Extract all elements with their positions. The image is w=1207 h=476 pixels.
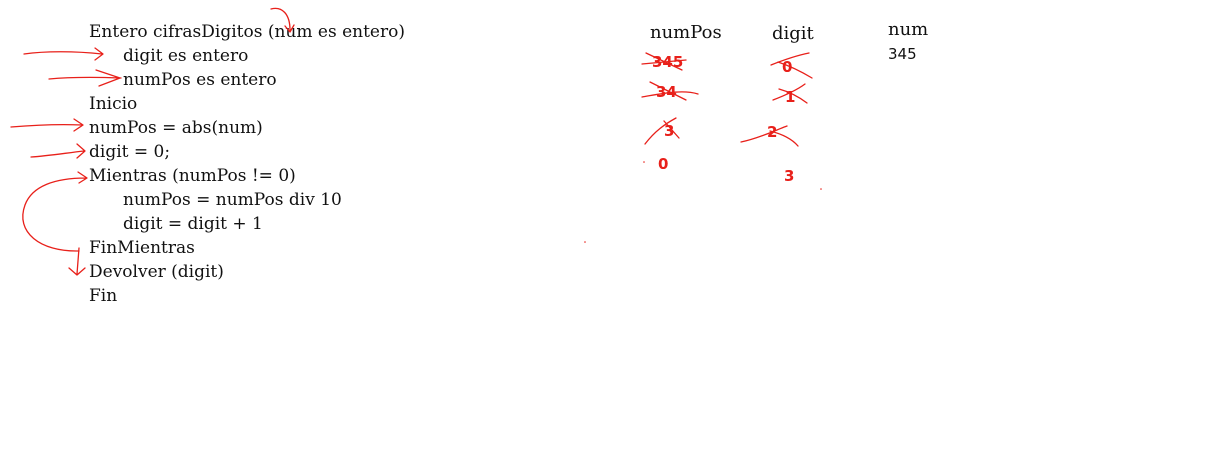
ink-speck-3 [643, 161, 645, 163]
arrow-to-abs-line [10, 118, 84, 132]
code-line-assign-digit: digit = 0; [89, 142, 171, 162]
arrow-to-digit-decl [23, 47, 104, 61]
ink-speck-1 [584, 241, 586, 243]
trace-numpos-value-2: 34 [656, 83, 677, 101]
code-line-loop-div: numPos = numPos div 10 [123, 190, 342, 210]
code-line-assign-abs: numPos = abs(num) [89, 118, 263, 138]
trace-digit-value-4: 3 [784, 167, 795, 185]
trace-header-digit: digit [772, 23, 814, 44]
code-line-signature: Entero cifrasDigitos (num es entero) [89, 22, 405, 42]
code-line-inicio: Inicio [89, 94, 138, 114]
code-line-devolver: Devolver (digit) [89, 262, 224, 282]
trace-numpos-value-1: 345 [652, 53, 684, 71]
arrow-to-digit-init [30, 143, 86, 159]
trace-header-numpos: numPos [650, 22, 722, 43]
loop-back-arrow [22, 171, 88, 252]
code-line-decl-numpos: numPos es entero [123, 70, 277, 90]
code-line-fin: Fin [89, 286, 118, 306]
trace-digit-value-1: 0 [782, 58, 793, 76]
code-line-mientras: Mientras (numPos != 0) [89, 166, 296, 186]
trace-numpos-value-3: 3 [664, 122, 675, 140]
code-line-finmientras: FinMientras [89, 238, 195, 258]
trace-numpos-value-4: 0 [658, 155, 669, 173]
trace-digit-value-3: 2 [767, 123, 778, 141]
trace-num-value: 345 [888, 45, 917, 63]
exit-arrow [68, 247, 86, 276]
arrow-to-numpos-decl [48, 69, 122, 87]
trace-header-num: num [888, 19, 929, 40]
ink-speck-2 [820, 188, 822, 190]
code-line-loop-inc: digit = digit + 1 [123, 214, 263, 234]
trace-digit-value-2: 1 [785, 88, 796, 106]
code-line-decl-digit: digit es entero [123, 46, 249, 66]
